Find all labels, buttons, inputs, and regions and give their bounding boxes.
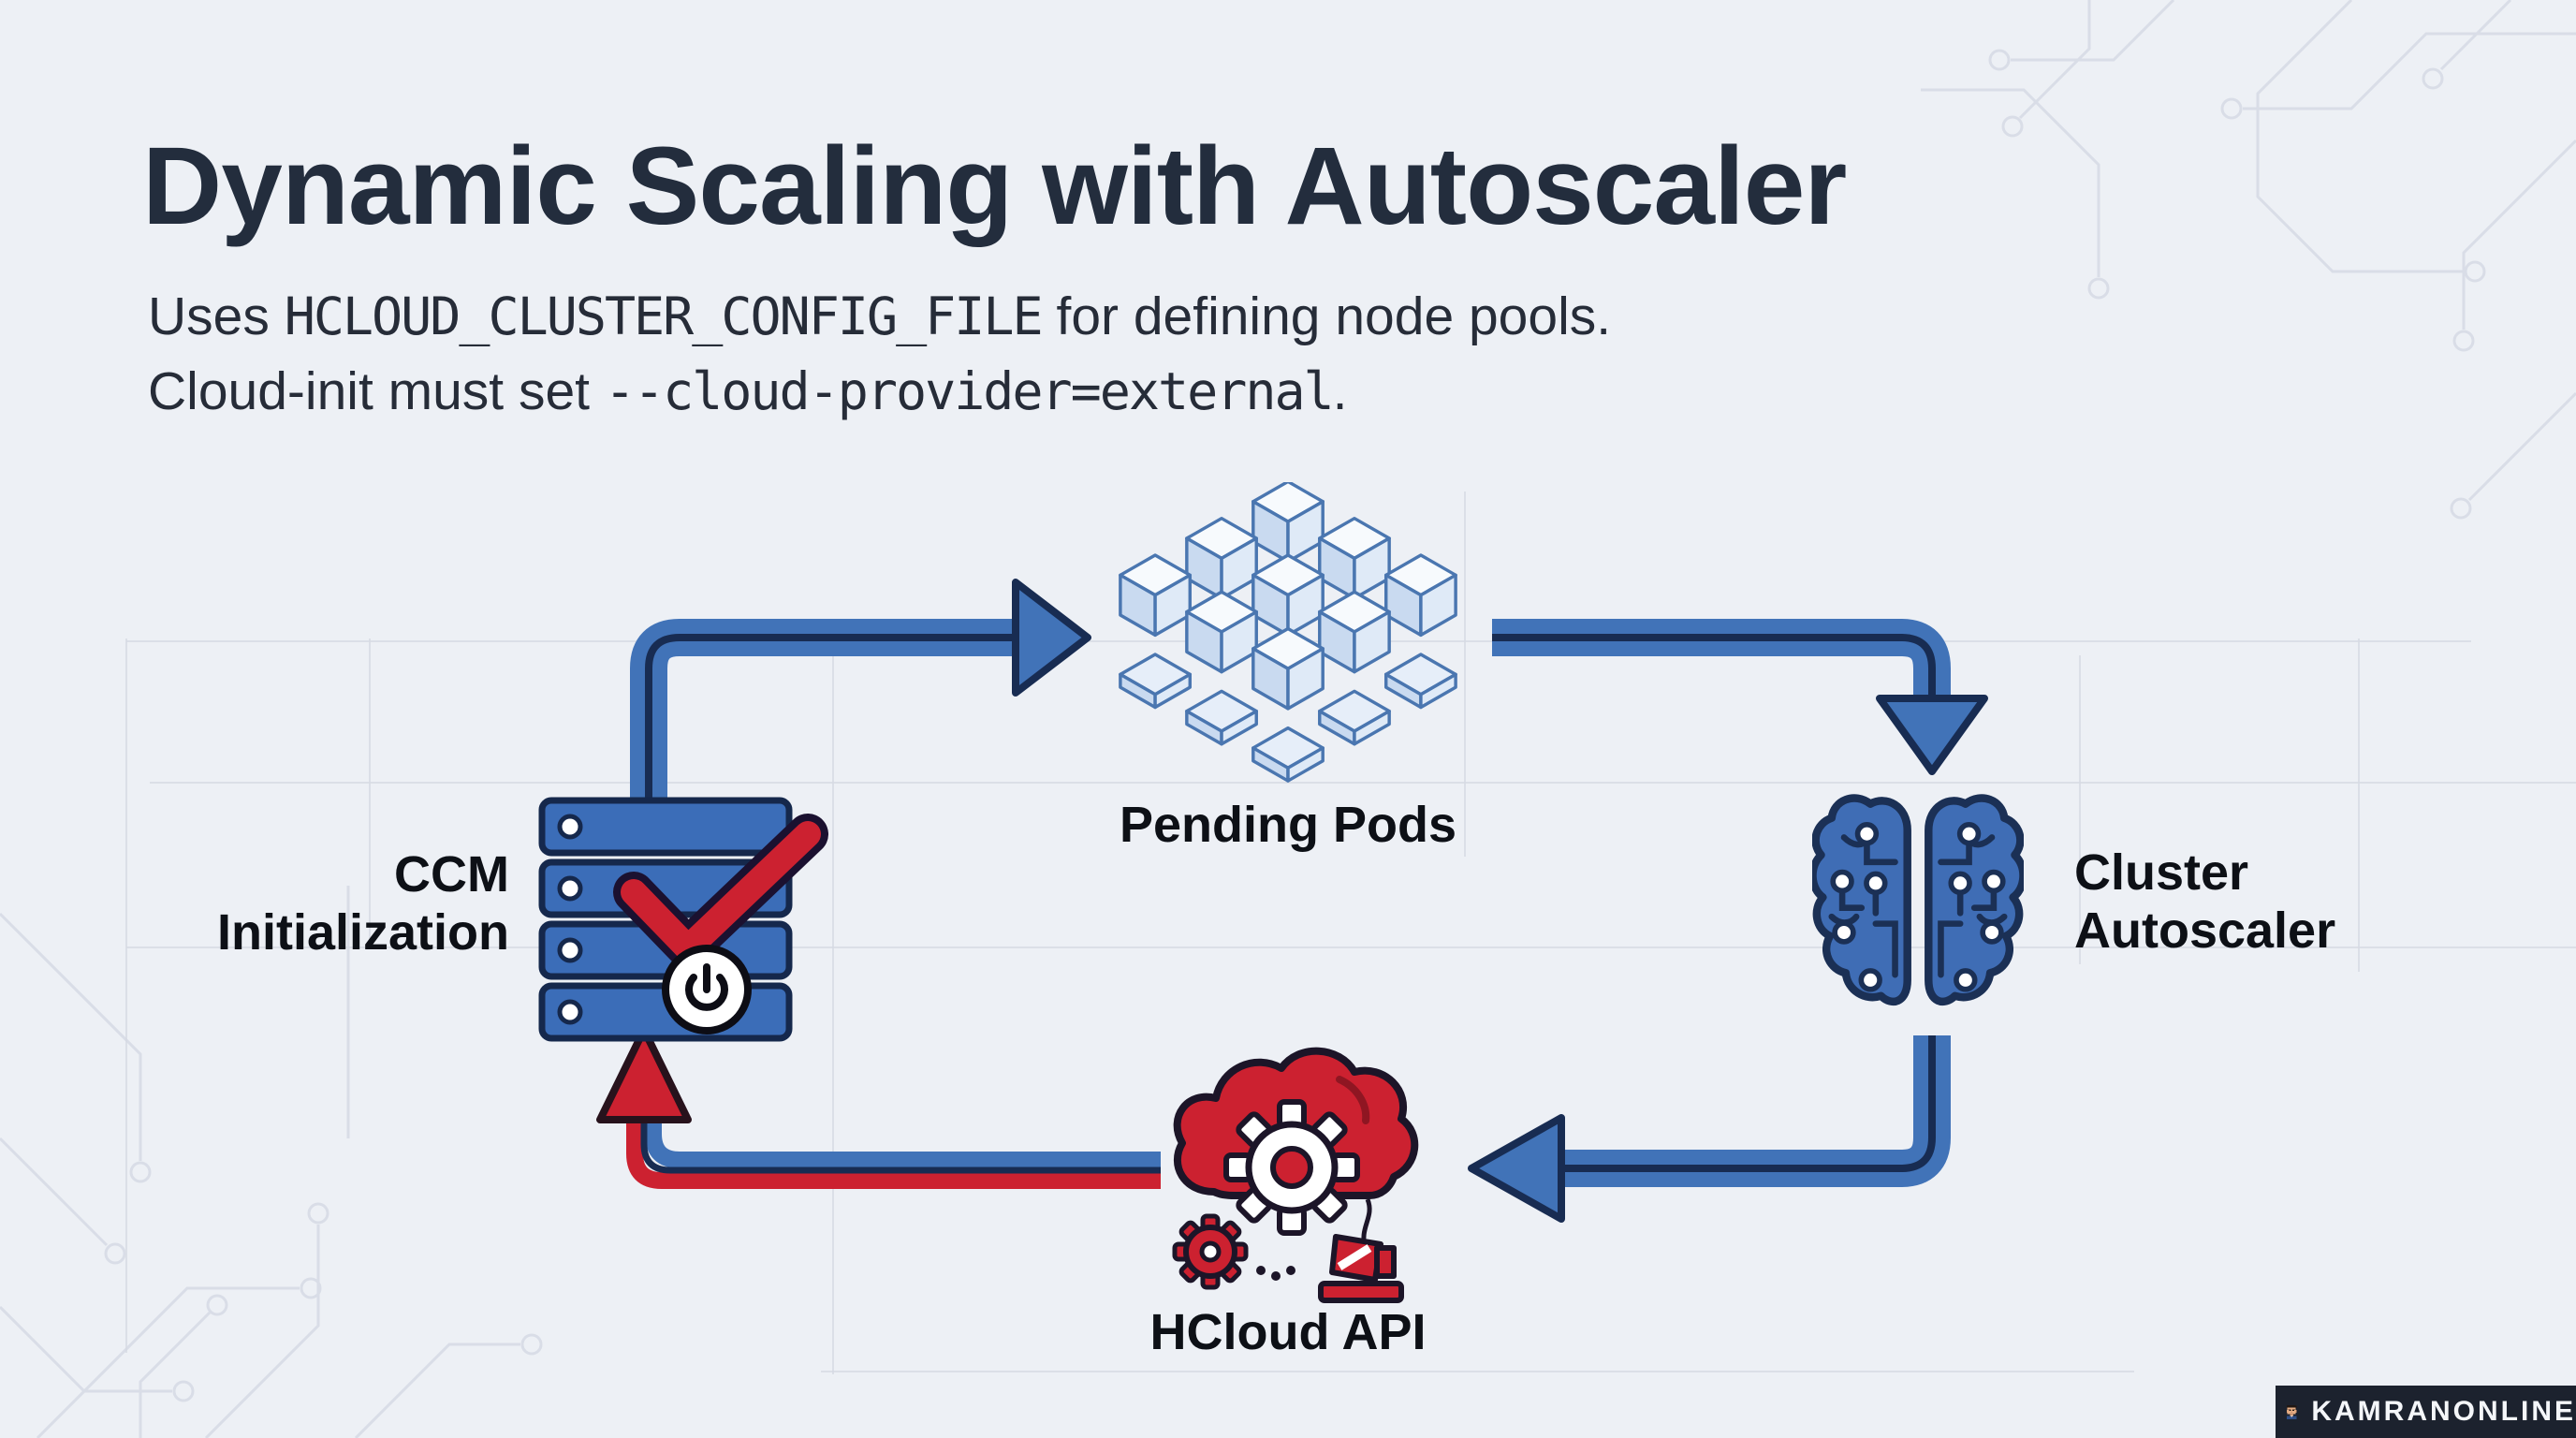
- arrow-autoscaler-to-hcloud: [1468, 1035, 1951, 1223]
- watermark-text: KAMRANONLINE: [2311, 1396, 2576, 1427]
- gear-small-icon: [1172, 1213, 1249, 1290]
- arrowhead-down-icon: [1876, 695, 1988, 775]
- cloud-gears-icon: [1172, 1047, 1419, 1303]
- arrowhead-up-red-icon: [596, 1026, 692, 1123]
- hcloud-api-label: HCloud API: [1149, 1304, 1427, 1360]
- isometric-pods-cubes-icon: [1119, 482, 1457, 783]
- page-title: Dynamic Scaling with Autoscaler: [142, 125, 1847, 248]
- circuit-pattern-top-right: [1921, 0, 2576, 520]
- pixel-avatar-icon: [2286, 1404, 2297, 1420]
- arrowhead-left-icon: [1468, 1114, 1565, 1223]
- pending-pods-label: Pending Pods: [1119, 797, 1457, 853]
- arrow-ccm-to-pods: [630, 579, 1091, 829]
- gear-large-icon: [1223, 1099, 1360, 1236]
- server-stack-check-power-icon: [538, 797, 828, 1042]
- flag-code: --cloud-provider=external: [604, 361, 1335, 421]
- arrowhead-right-icon: [1012, 579, 1091, 697]
- circuit-pattern-bottom-left: [0, 886, 543, 1438]
- watermark: KAMRANONLINE: [2276, 1386, 2576, 1438]
- subtitle-line-1: Uses HCLOUD_CLUSTER_CONFIG_FILE for defi…: [148, 286, 1612, 346]
- ccm-label: CCM Initialization: [216, 846, 509, 961]
- power-button-icon: [662, 945, 752, 1034]
- dotted-link: [1256, 1266, 1295, 1281]
- arrow-pods-to-autoscaler: [1492, 619, 1988, 775]
- checkmark-icon: [613, 814, 828, 969]
- machine-icon: [1318, 1234, 1404, 1303]
- subtitle: Uses HCLOUD_CLUSTER_CONFIG_FILE for defi…: [148, 279, 1611, 429]
- env-var-code: HCLOUD_CLUSTER_CONFIG_FILE: [284, 286, 1044, 346]
- subtitle-line-2: Cloud-init must set --cloud-provider=ext…: [148, 361, 1348, 421]
- cluster-autoscaler-label: Cluster Autoscaler: [2074, 844, 2336, 959]
- circuit-brain-icon: [1812, 785, 2024, 1022]
- arrow-hcloud-to-ccm: [596, 1026, 1161, 1189]
